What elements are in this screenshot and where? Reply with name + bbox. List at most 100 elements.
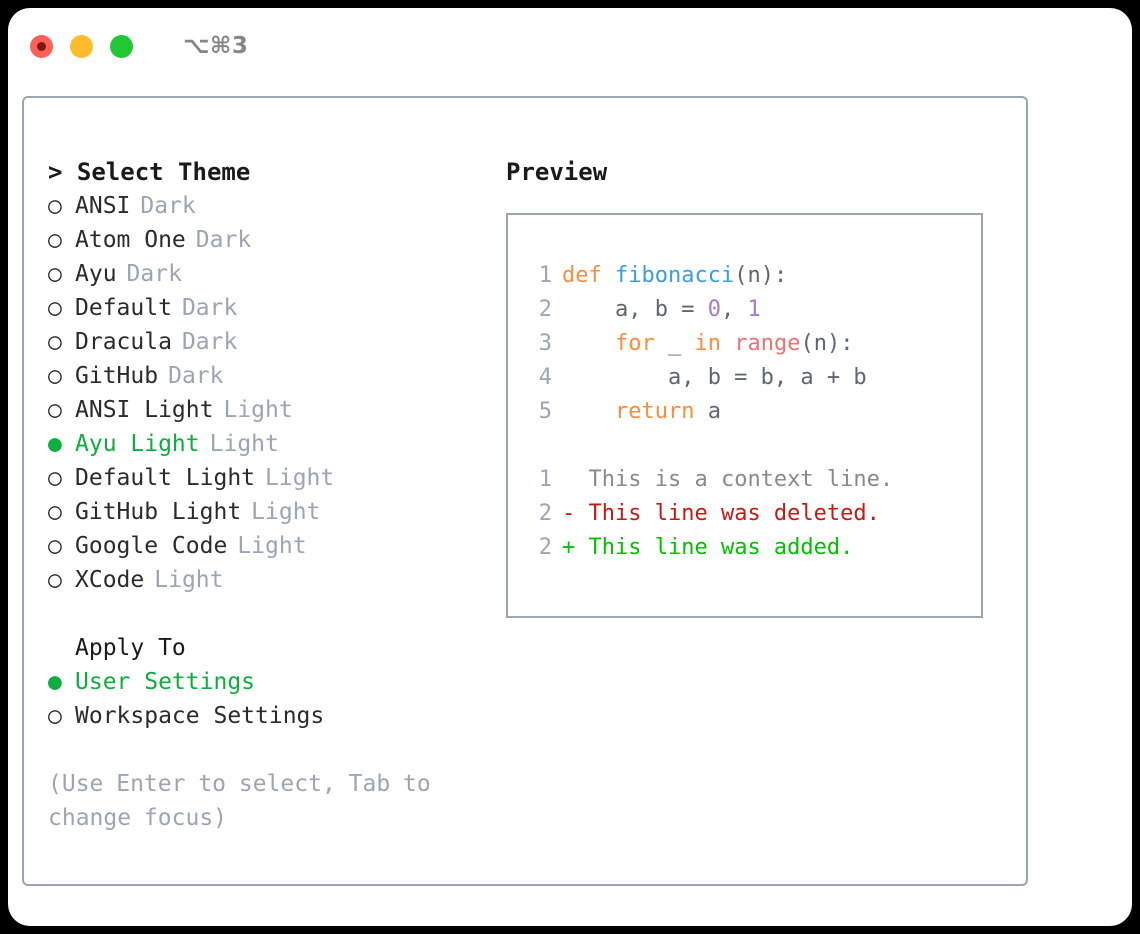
code-token-num: 0 [707,297,721,322]
theme-option-label: GitHub Light [75,499,242,525]
theme-variant-label: Dark [126,261,182,287]
diff-text: This is a context line. [588,467,894,492]
code-token-builtin: range [734,331,801,356]
code-token-fn: fibonacci [614,263,735,288]
line-number: 4 [538,365,552,390]
code-line-text: def fibonacci(n): [562,259,787,293]
diff-line-text: This is a context line. [562,463,894,497]
line-number: 1 [538,263,552,288]
maximize-window-icon[interactable] [110,34,133,58]
theme-option-label: XCode [75,567,145,593]
theme-variant-label: Light [154,567,224,593]
theme-option-label: Atom One [75,227,186,253]
apply-to-heading: Apply To [75,635,186,661]
line-number: 2 [538,297,552,322]
code-token-plain: a [694,399,721,424]
code-line: 4 a, b = b, a + b [522,361,981,395]
theme-variant-label: Dark [181,295,238,321]
theme-option-label: Ayu [75,261,117,287]
code-token-plain [562,399,615,424]
minimize-window-icon[interactable] [70,34,93,58]
select-theme-heading: > Select Theme [48,158,251,186]
code-token-plain [562,331,615,356]
theme-variant-label: Dark [140,193,196,219]
theme-option-google-code[interactable]: ○ Google Code Light [48,529,494,563]
line-number: 3 [538,331,552,356]
radio-unselected-icon: ○ [48,261,62,287]
diff-marker: + [562,535,576,560]
diff-line-del: 2- This line was deleted. [522,497,981,531]
radio-selected-icon: ● [48,431,62,457]
radio-unselected-icon: ○ [48,533,62,559]
diff-text: This line was deleted. [588,501,880,526]
line-number: 2 [538,501,552,526]
code-token-kw: for [614,331,655,356]
theme-option-label: GitHub [75,363,159,389]
theme-option-label: Default Light [75,465,256,491]
spacer [522,429,981,463]
theme-variant-label: Dark [181,329,238,355]
diff-text: This line was added. [588,535,854,560]
apply-to-option-user-settings[interactable]: ● User Settings [48,665,494,699]
spacer [48,597,494,631]
code-line-text: a, b = b, a + b [562,361,867,395]
code-token-kw: return [614,399,695,424]
code-token-kw: def [562,263,615,288]
diff-marker [562,467,575,492]
radio-unselected-icon: ○ [48,465,62,491]
radio-unselected-icon: ○ [48,329,62,355]
theme-variant-label: Light [209,431,279,457]
close-window-icon[interactable] [30,34,53,58]
theme-option-label: Google Code [75,533,228,559]
titlebar: ⌥⌘3 [8,8,1132,84]
diff-sample: 1 This is a context line.2- This line wa… [522,463,981,565]
code-line: 3 for _ in range(n): [522,327,981,361]
diff-marker: - [562,501,576,526]
code-line: 1 def fibonacci(n): [522,259,981,293]
apply-to-option-label: User Settings [75,669,256,695]
theme-variant-label: Light [251,499,321,525]
code-token-plain: (n): [800,331,854,356]
diff-line-add: 2 + This line was added. [522,531,981,565]
keyboard-hint-text: (Use Enter to select, Tab to change focu… [48,771,431,831]
apply-to-option-workspace-settings[interactable]: ○ Workspace Settings [48,699,494,733]
radio-unselected-icon: ○ [48,703,62,729]
diff-line-ctx: 1 This is a context line. [522,463,981,497]
radio-unselected-icon: ○ [48,295,62,321]
code-token-plain: , [720,297,748,322]
code-token-num: 1 [747,297,761,322]
line-number: 5 [538,399,552,424]
traffic-lights [30,34,133,58]
apply-to-option-label: Workspace Settings [75,703,325,729]
theme-option-label: ANSI [75,193,131,219]
theme-option-label: ANSI Light [75,397,214,423]
code-line-text: for _ in range(n): [562,327,853,361]
theme-variant-label: Dark [168,363,224,389]
theme-variant-label: Light [237,533,307,559]
code-token-plain: a, b = b, a + b [562,365,867,390]
code-token-plain [721,331,734,356]
line-number: 2 [538,535,552,560]
code-line-text: a, b = 0, 1 [562,293,761,327]
theme-option-ayu[interactable]: ○ Ayu Dark [48,257,494,291]
theme-option-github-light[interactable]: ○ GitHub Light Light [48,495,494,529]
code-line: 5 return a [522,395,981,429]
radio-selected-icon: ● [48,669,62,695]
radio-unselected-icon: ○ [48,499,62,525]
